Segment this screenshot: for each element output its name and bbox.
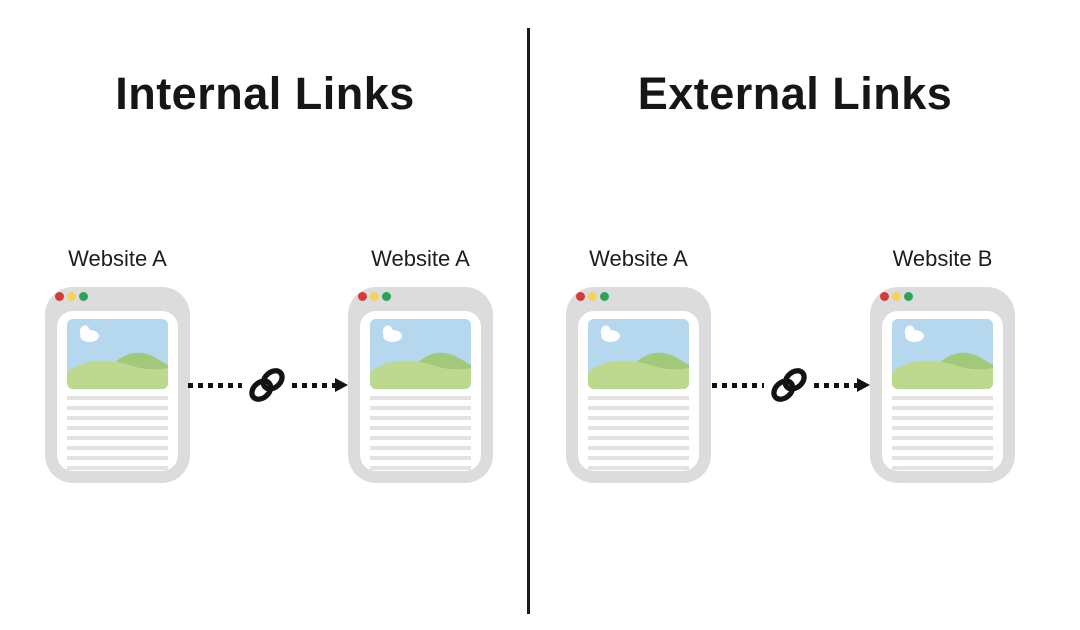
panel-title-external-links: External Links — [637, 68, 953, 119]
page-content — [360, 311, 481, 471]
website-label-external-source: Website A — [589, 246, 688, 271]
traffic-light-red-icon — [576, 292, 585, 301]
browser-card-internal-source — [45, 287, 190, 483]
traffic-light-green-icon — [600, 292, 609, 301]
landscape-photo-icon — [370, 319, 471, 389]
landscape-photo-icon — [588, 319, 689, 389]
dotted-line — [814, 382, 857, 388]
website-label-internal-source: Website A — [68, 246, 167, 271]
traffic-light-yellow-icon — [67, 292, 76, 301]
traffic-light-red-icon — [358, 292, 367, 301]
text-lines-placeholder — [67, 396, 168, 470]
arrowhead-right-icon — [335, 378, 348, 392]
window-controls — [55, 292, 88, 301]
window-controls — [358, 292, 391, 301]
traffic-light-green-icon — [904, 292, 913, 301]
link-connector-external — [712, 361, 870, 409]
panel-divider — [527, 28, 530, 614]
website-label-internal-target: Website A — [371, 246, 470, 271]
traffic-light-red-icon — [880, 292, 889, 301]
text-lines-placeholder — [892, 396, 993, 470]
traffic-light-green-icon — [382, 292, 391, 301]
browser-card-external-source — [566, 287, 711, 483]
traffic-light-yellow-icon — [588, 292, 597, 301]
panel-title-internal-links: Internal Links — [115, 68, 415, 119]
arrowhead-right-icon — [857, 378, 870, 392]
browser-card-external-target — [870, 287, 1015, 483]
link-connector-internal — [188, 361, 348, 409]
dotted-line — [188, 382, 242, 388]
text-lines-placeholder — [588, 396, 689, 470]
website-label-external-target: Website B — [892, 246, 993, 271]
traffic-light-red-icon — [55, 292, 64, 301]
window-controls — [576, 292, 609, 301]
browser-card-internal-target — [348, 287, 493, 483]
landscape-photo-icon — [892, 319, 993, 389]
chain-link-icon — [771, 368, 807, 402]
page-content — [882, 311, 1003, 471]
page-content — [57, 311, 178, 471]
dotted-line — [712, 382, 764, 388]
traffic-light-yellow-icon — [370, 292, 379, 301]
text-lines-placeholder — [370, 396, 471, 470]
window-controls — [880, 292, 913, 301]
dotted-line — [292, 382, 335, 388]
traffic-light-green-icon — [79, 292, 88, 301]
landscape-photo-icon — [67, 319, 168, 389]
traffic-light-yellow-icon — [892, 292, 901, 301]
page-content — [578, 311, 699, 471]
chain-link-icon — [249, 368, 285, 402]
